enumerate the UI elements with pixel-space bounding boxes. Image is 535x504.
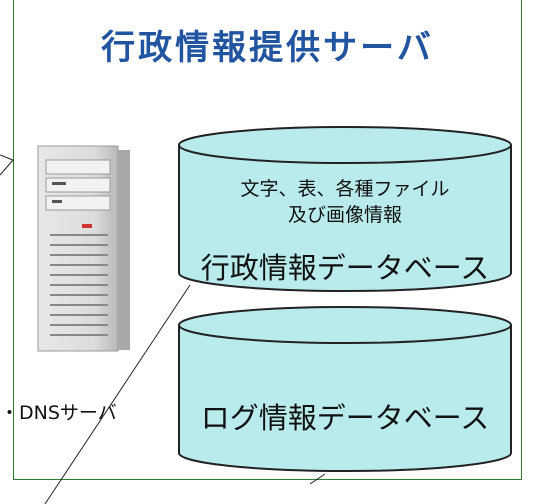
server-label: ・DNSサーバ: [0, 402, 117, 424]
db-name-admin: 行政情報データベース: [200, 251, 490, 285]
db-description-line2: 及び画像情報: [287, 204, 402, 226]
database-cylinder-admin: [178, 126, 512, 292]
server-tower-image: [37, 145, 130, 352]
page-title: 行政情報提供サーバ: [101, 28, 434, 68]
db-description-line1: 文字、表、各種ファイル: [240, 178, 450, 200]
db-name-log: ログ情報データベース: [200, 401, 490, 435]
database-cylinder-log: [178, 306, 512, 472]
server-group-frame: [13, 0, 522, 480]
